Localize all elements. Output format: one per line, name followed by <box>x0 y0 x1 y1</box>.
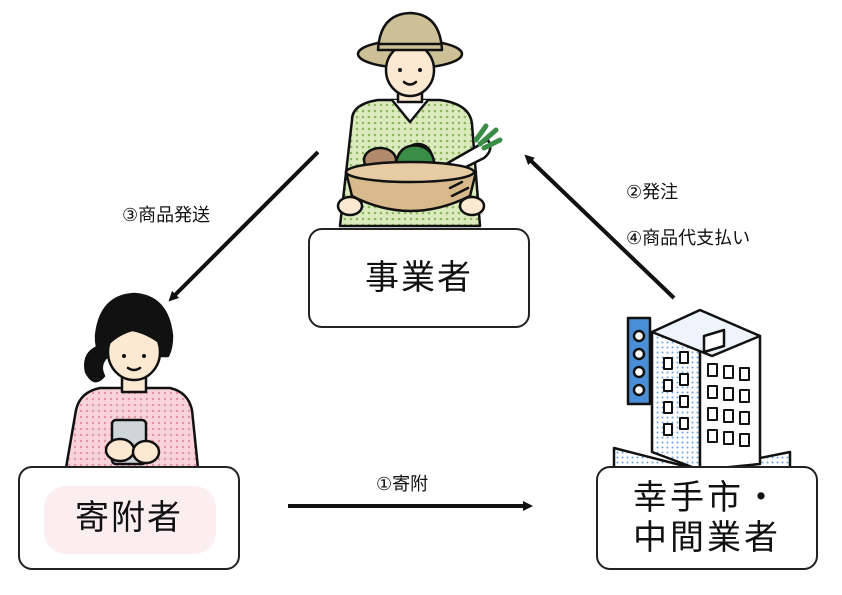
flow-label-order: ②発注 <box>626 182 679 203</box>
business-box: 事業者 <box>308 228 530 328</box>
arrow-order <box>524 154 676 300</box>
city-label-line2: 中間業者 <box>633 518 781 558</box>
donor-label: 寄附者 <box>75 497 183 538</box>
flow-label-payment: ④商品代支払い <box>626 228 751 249</box>
city-label: 幸手市・ 中間業者 <box>633 478 781 558</box>
donor-illustration <box>64 292 200 470</box>
building-illustration <box>612 308 792 492</box>
city-box: 幸手市・ 中間業者 <box>596 466 818 570</box>
donor-label-bg <box>44 486 216 554</box>
arrow-ship <box>168 150 320 302</box>
city-label-line1: 幸手市・ <box>633 477 781 518</box>
business-label: 事業者 <box>365 257 473 298</box>
flow-label-donation: ①寄附 <box>376 474 429 495</box>
farmer-illustration <box>336 11 503 228</box>
donor-box: 寄附者 <box>18 466 240 570</box>
flow-label-ship: ③商品発送 <box>122 205 211 226</box>
